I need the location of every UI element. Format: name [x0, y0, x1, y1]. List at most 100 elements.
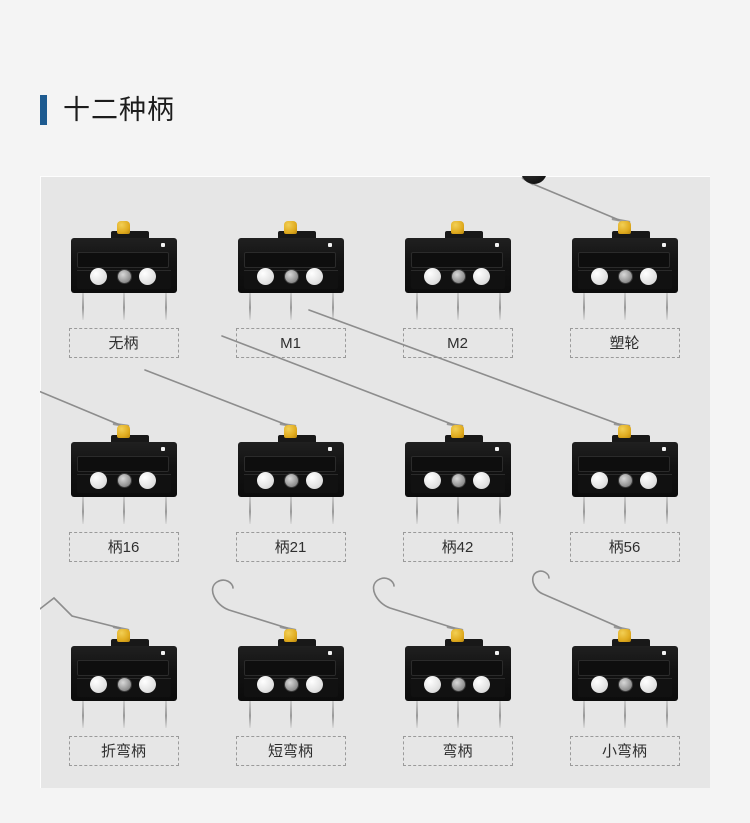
mounting-hole: [89, 268, 107, 285]
mounting-hole: [89, 472, 107, 489]
body-slot: [410, 456, 503, 472]
terminal-pin: [498, 701, 501, 728]
mounting-hole: [639, 472, 657, 489]
lever-type-label: 折弯柄: [68, 736, 179, 766]
switch-body: [237, 238, 344, 293]
plunger-ledge: [444, 231, 483, 240]
plunger-ledge: [444, 435, 483, 444]
lever-type-cell[interactable]: 小弯柄: [531, 570, 708, 788]
lever-type-label: 小弯柄: [569, 736, 680, 766]
page-title: 十二种柄: [63, 94, 175, 125]
top-indicator-dot: [327, 651, 332, 655]
terminal-pin: [248, 497, 251, 524]
yellow-plunger: [116, 629, 130, 642]
body-slot: [243, 252, 336, 268]
micro-switch: [404, 221, 511, 320]
top-indicator-dot: [327, 243, 332, 247]
lever-type-label-text: 短弯柄: [267, 742, 313, 760]
lever-type-label: M2: [402, 328, 513, 358]
lever-type-grid: 无柄: [40, 176, 710, 788]
micro-switch: [237, 425, 344, 524]
micro-switch: [404, 629, 511, 728]
mounting-hole: [639, 268, 657, 285]
top-indicator-dot: [661, 447, 666, 451]
terminal-pin: [289, 497, 292, 524]
mounting-hole: [472, 268, 490, 285]
terminal-pin: [665, 293, 668, 320]
center-rivet: [617, 677, 633, 692]
plunger-ledge: [611, 435, 650, 444]
terminal-pin: [456, 701, 459, 728]
mounting-hole: [89, 676, 107, 693]
lever-type-cell[interactable]: 短弯柄: [207, 579, 374, 788]
center-rivet: [450, 269, 466, 284]
terminal-pin: [248, 701, 251, 728]
yellow-plunger: [450, 425, 464, 438]
yellow-plunger: [450, 629, 464, 642]
lever-type-cell[interactable]: M1: [207, 176, 374, 380]
terminal-pin: [81, 497, 84, 524]
switch-body: [404, 442, 511, 497]
lever-type-label: 柄21: [235, 532, 346, 562]
body-slot: [577, 660, 670, 676]
yellow-plunger: [283, 629, 297, 642]
lever-type-cell[interactable]: 折弯柄: [40, 584, 207, 788]
product-gallery-panel: 无柄: [40, 176, 710, 788]
terminal-pin: [331, 701, 334, 728]
lever-type-cell[interactable]: 弯柄: [372, 577, 541, 788]
terminal-pin: [331, 293, 334, 320]
micro-switch: [237, 629, 344, 728]
lever-type-label-text: 小弯柄: [601, 742, 647, 760]
mounting-hole: [138, 268, 156, 285]
lever-type-cell[interactable]: 柄21: [144, 369, 374, 584]
lever-type-cell[interactable]: 柄42: [221, 335, 541, 584]
terminal-pin: [415, 701, 418, 728]
center-rivet: [116, 473, 132, 488]
mounting-hole: [305, 472, 323, 489]
switch-body: [571, 646, 678, 701]
mounting-hole: [590, 676, 608, 693]
terminal-pin: [415, 293, 418, 320]
top-indicator-dot: [327, 447, 332, 451]
plunger-ledge: [444, 639, 483, 648]
terminal-pin: [582, 293, 585, 320]
center-rivet: [617, 269, 633, 284]
yellow-plunger: [450, 221, 464, 234]
body-slot: [243, 456, 336, 472]
mounting-hole: [639, 676, 657, 693]
mounting-hole: [138, 676, 156, 693]
body-slot: [577, 456, 670, 472]
lever-type-cell[interactable]: 柄16: [40, 380, 207, 584]
switch-body: [70, 646, 177, 701]
mounting-hole: [138, 472, 156, 489]
terminal-pin: [122, 701, 125, 728]
center-rivet: [450, 677, 466, 692]
terminal-pin: [81, 701, 84, 728]
yellow-plunger: [617, 221, 631, 234]
lever-type-label-text: 无柄: [108, 334, 139, 352]
terminal-pin: [582, 701, 585, 728]
switch-body: [404, 238, 511, 293]
top-indicator-dot: [661, 243, 666, 247]
lever-type-label-text: 柄42: [441, 538, 474, 556]
terminal-pin: [665, 497, 668, 524]
lever-type-label-text: 弯柄: [442, 742, 473, 760]
lever-type-cell[interactable]: 无柄: [40, 176, 207, 380]
top-indicator-dot: [494, 447, 499, 451]
heading-accent-bar: [40, 95, 47, 125]
lever-type-label-text: M1: [280, 334, 301, 352]
body-slot: [243, 660, 336, 676]
switch-illustration: [144, 369, 374, 540]
body-slot: [410, 252, 503, 268]
terminal-pin: [331, 497, 334, 524]
switch-body: [404, 646, 511, 701]
micro-switch: [571, 629, 678, 728]
top-indicator-dot: [494, 243, 499, 247]
lever-type-cell[interactable]: M2: [374, 176, 541, 380]
terminal-pin: [164, 293, 167, 320]
switch-body: [237, 442, 344, 497]
terminal-pin: [289, 701, 292, 728]
lever-type-cell[interactable]: 塑轮: [521, 176, 708, 380]
lever-type-cell[interactable]: 柄56: [308, 309, 708, 584]
mounting-hole: [590, 268, 608, 285]
